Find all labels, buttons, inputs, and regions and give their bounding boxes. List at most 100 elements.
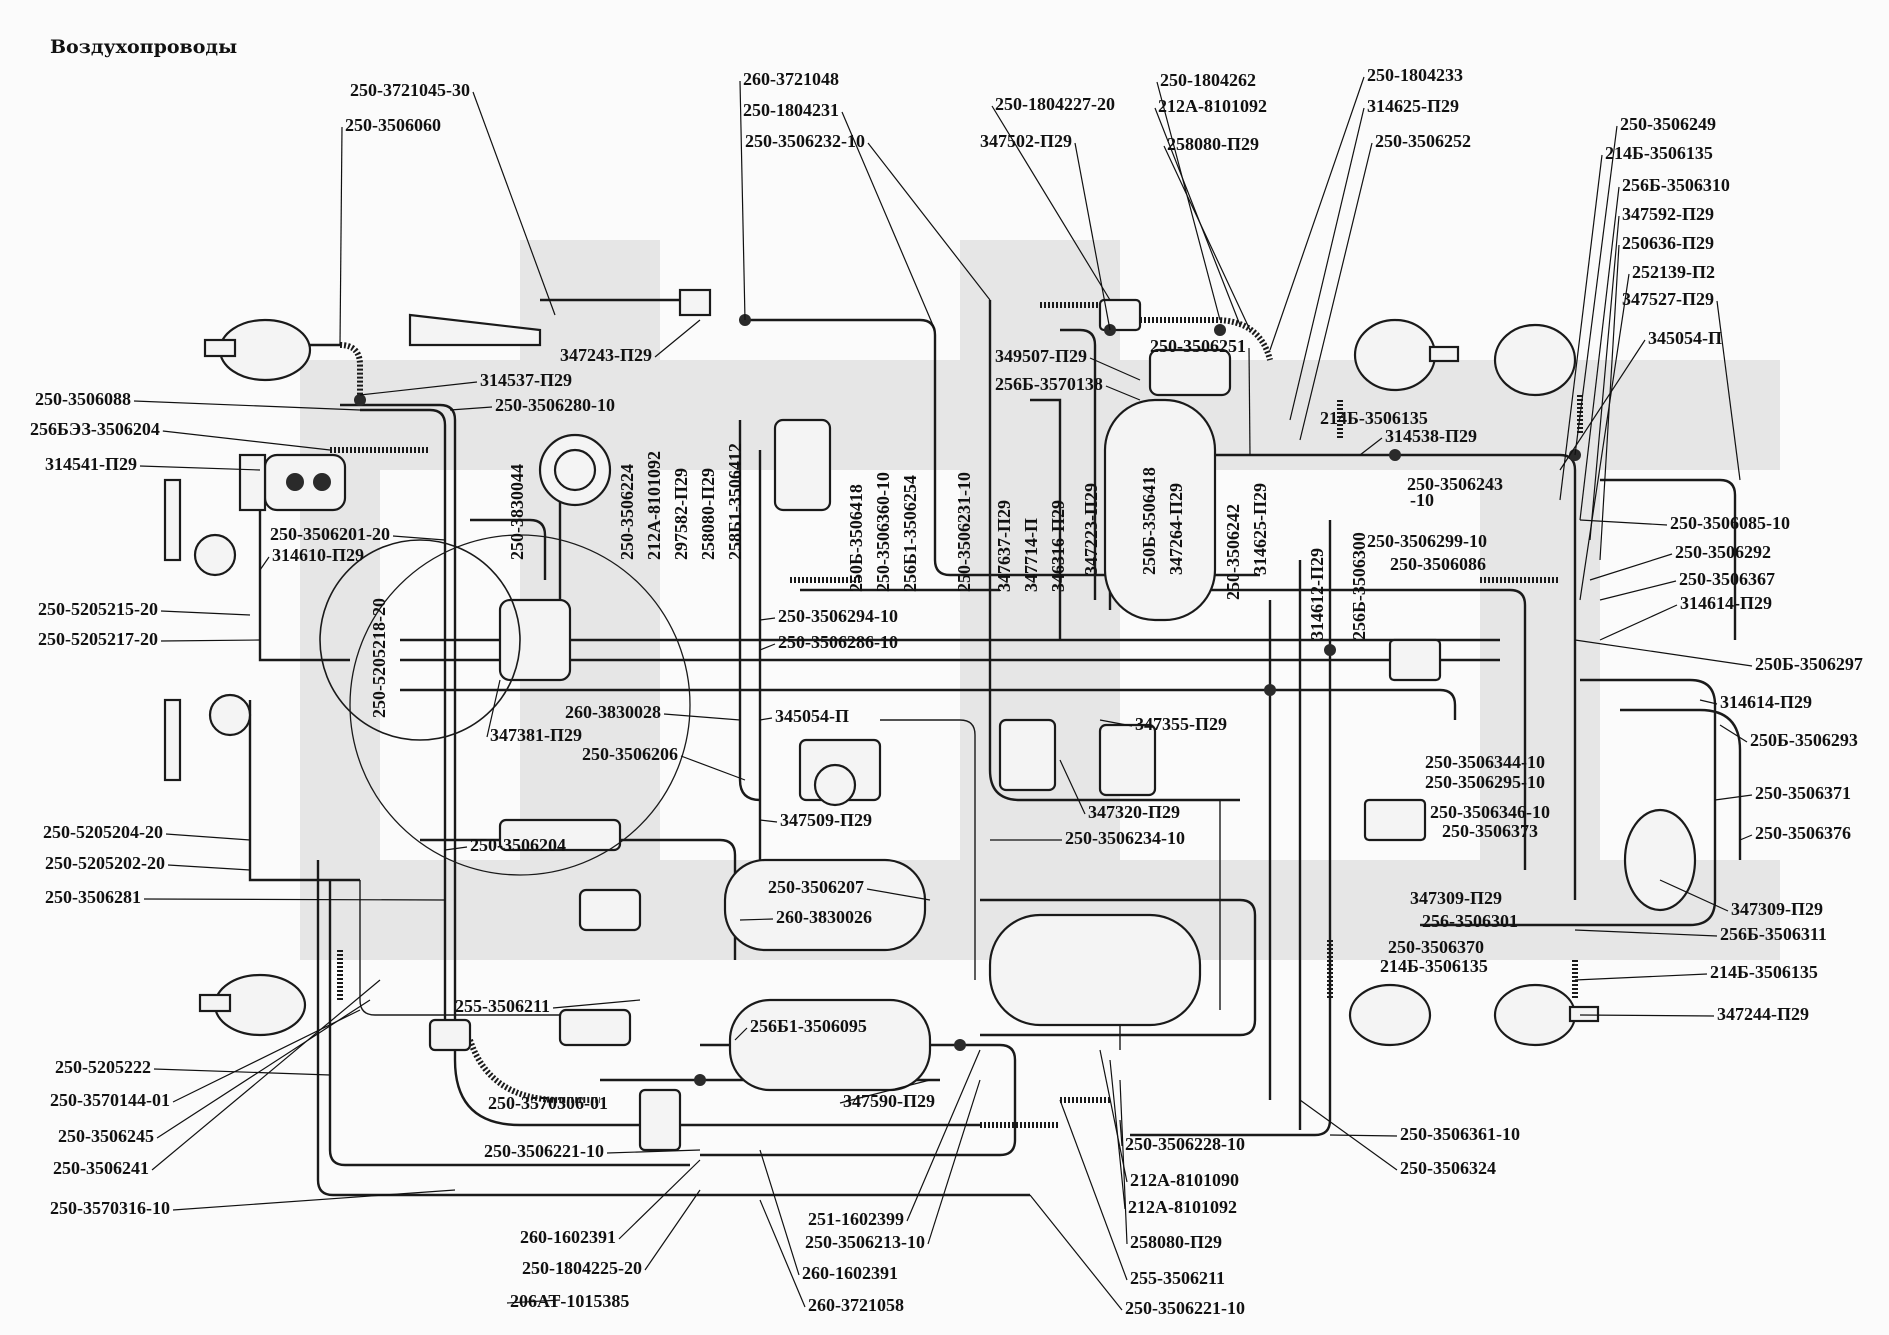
label-206at-1015385: 206АТ-1015385 xyxy=(510,1291,629,1311)
components xyxy=(163,288,1697,1152)
label-347527-p29: 347527-П29 xyxy=(1622,289,1714,309)
label-250-3506295-10: 250-3506295-10 xyxy=(1425,772,1545,792)
label-250-1804231: 250-1804231 xyxy=(743,100,839,120)
label-256b-3570138: 256Б-3570138 xyxy=(995,374,1103,394)
leader-line xyxy=(1716,300,1741,481)
hoses xyxy=(330,302,1583,1128)
label-250-3506280-10: 250-3506280-10 xyxy=(495,395,615,415)
label-314538-p29: 314538-П29 xyxy=(1385,426,1477,446)
leader-line xyxy=(392,535,446,541)
label-349507-p29: 349507-П29 xyxy=(995,346,1087,366)
leader-line xyxy=(1029,1194,1123,1311)
leader-lines xyxy=(133,76,1753,1311)
label-250-3506204: 250-3506204 xyxy=(470,835,566,855)
leader-line xyxy=(1119,1079,1128,1245)
label-345054-p-b: 345054-П xyxy=(775,706,849,726)
label-250-3506206: 250-3506206 xyxy=(582,744,678,764)
leader-line xyxy=(1559,154,1603,501)
leader-line xyxy=(165,833,251,841)
vlabel-250-3506242: 250-3506242 xyxy=(1223,504,1243,600)
leader-line xyxy=(1574,639,1753,667)
label-260-1602391: 260-1602391 xyxy=(520,1227,616,1247)
leader-line xyxy=(1559,339,1646,471)
leader-line xyxy=(167,864,251,871)
vlabel-297582-p29: 297582-П29 xyxy=(671,468,691,560)
leader-line xyxy=(1105,385,1141,401)
label-250636-p29: 250636-П29 xyxy=(1622,233,1714,253)
label-250-3506361-10: 250-3506361-10 xyxy=(1400,1124,1520,1144)
leader-line xyxy=(1289,107,1365,421)
leader-line xyxy=(449,406,493,411)
label-250-3506213-10: 250-3506213-10 xyxy=(805,1232,925,1252)
leader-line xyxy=(359,381,478,396)
leader-line xyxy=(1574,973,1708,981)
label-250-5205217-20: 250-5205217-20 xyxy=(38,629,158,649)
leader-line xyxy=(486,679,501,738)
label-212a-8101092: 212А-8101092 xyxy=(1158,96,1267,116)
label-256-3506301: 256-3506301 xyxy=(1422,911,1518,931)
leader-line xyxy=(1299,142,1373,441)
vlabel-250-3506224: 250-3506224 xyxy=(617,464,637,560)
leader-line xyxy=(139,465,261,471)
label-250-1804233: 250-1804233 xyxy=(1367,65,1463,85)
leader-line xyxy=(1359,437,1383,456)
label-345054-p: 345054-П xyxy=(1648,328,1722,348)
label-214b-3506135-c: 214Б-3506135 xyxy=(1710,962,1818,982)
label-347320-p29: 347320-П29 xyxy=(1088,802,1180,822)
leader-line xyxy=(1074,142,1111,331)
leader-line xyxy=(156,999,371,1139)
leader-line xyxy=(1659,879,1729,912)
leader-line xyxy=(143,898,446,901)
leader-line xyxy=(759,819,778,823)
label-314610-p29: 314610-П29 xyxy=(272,545,364,565)
vlabel-250b-3506418: 250Б-3506418 xyxy=(846,484,866,592)
label-250-3506252: 250-3506252 xyxy=(1375,131,1471,151)
leader-line xyxy=(1089,357,1141,381)
leader-line xyxy=(1579,519,1668,526)
leader-line xyxy=(867,142,991,301)
label-214b-3506135: 214Б-3506135 xyxy=(1605,143,1713,163)
label-250-3506346-10: 250-3506346-10 xyxy=(1430,802,1550,822)
valve-block-right xyxy=(1363,798,1427,842)
leader-line xyxy=(1119,1119,1123,1147)
label-250-5205202-20: 250-5205202-20 xyxy=(45,853,165,873)
leader-line xyxy=(739,80,746,321)
leader-line xyxy=(841,111,936,331)
leader-line xyxy=(644,1189,701,1271)
label-347243-p29: 347243-П29 xyxy=(560,345,652,365)
label-212a-8101090: 212А-8101090 xyxy=(1130,1170,1239,1190)
label-250-3570144-01: 250-3570144-01 xyxy=(50,1090,170,1110)
vlabel-250-3506360-10: 250-3506360-10 xyxy=(873,472,893,592)
leader-line xyxy=(339,126,343,346)
vlabel-347264-p29: 347264-П29 xyxy=(1166,483,1186,575)
label-250-3506371: 250-3506371 xyxy=(1755,783,1851,803)
brake-chamber-top-right-1 xyxy=(1353,318,1437,392)
label-255-3506211: 255-3506211 xyxy=(455,996,550,1016)
leader-line xyxy=(654,319,701,358)
leader-line xyxy=(1574,125,1618,456)
label-347592-p29: 347592-П29 xyxy=(1622,204,1714,224)
vlabel-250b-3506418: 250Б-3506418 xyxy=(1139,467,1159,575)
label-347309-p29: 347309-П29 xyxy=(1731,899,1823,919)
label-250-3506241: 250-3506241 xyxy=(53,1158,149,1178)
leader-line xyxy=(759,717,773,721)
label-250-3506228-10: 250-3506228-10 xyxy=(1125,1134,1245,1154)
leader-line xyxy=(680,755,746,781)
vlabel-347714-p: 347714-П xyxy=(1021,518,1041,592)
leader-line xyxy=(759,617,776,621)
leader-line xyxy=(259,556,270,571)
receiver-vertical xyxy=(1103,398,1217,622)
label-250-3506376: 250-3506376 xyxy=(1755,823,1851,843)
label-260-3721048: 260-3721048 xyxy=(743,69,839,89)
label-250-3506373: 250-3506373 xyxy=(1442,821,1538,841)
label-250-3506292: 250-3506292 xyxy=(1675,542,1771,562)
leader-line xyxy=(1059,759,1086,815)
leader-line xyxy=(1739,834,1753,841)
leader-line xyxy=(606,1149,701,1154)
leader-line xyxy=(663,713,741,721)
label-250-3506299-10: 250-3506299-10 xyxy=(1367,531,1487,551)
leader-line xyxy=(1599,604,1678,641)
leader-line xyxy=(1099,719,1133,727)
leader-line xyxy=(1579,1014,1715,1017)
leader-line xyxy=(1574,929,1718,937)
